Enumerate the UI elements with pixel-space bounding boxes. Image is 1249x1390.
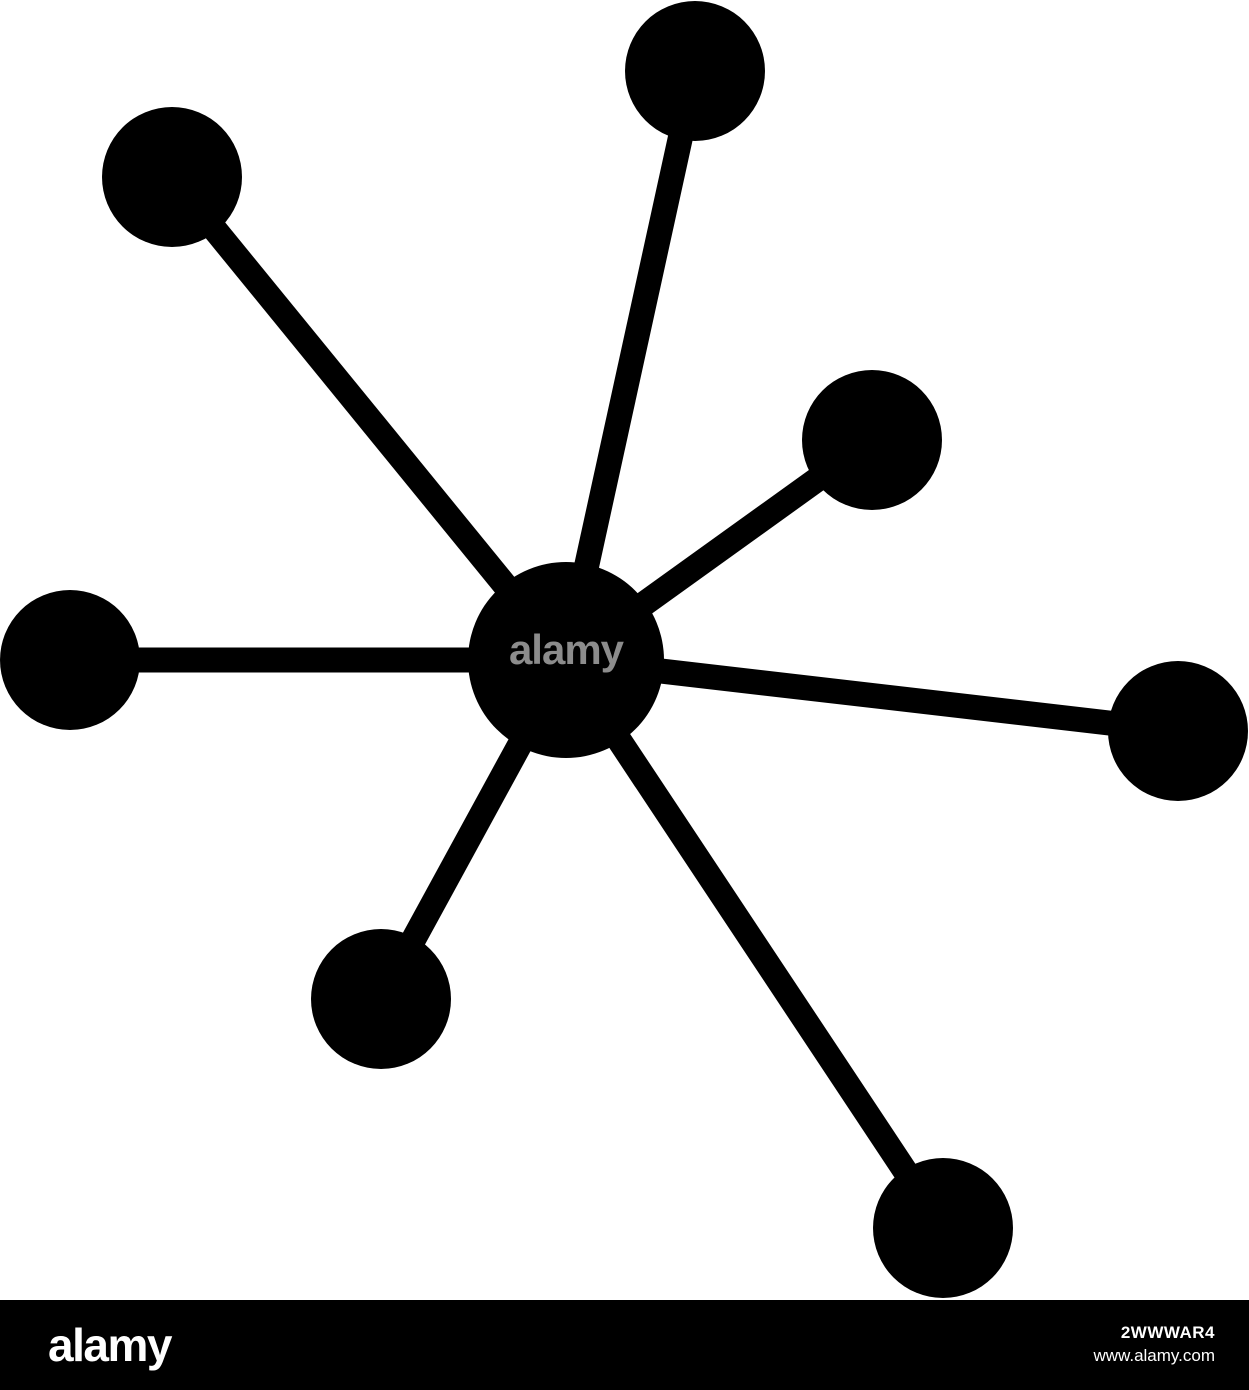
satellite-node xyxy=(802,370,942,510)
network-graphic: alamy xyxy=(0,1,1248,1298)
network-nodes xyxy=(0,1,1248,1298)
satellite-node xyxy=(873,1158,1013,1298)
image-id: 2WWWAR4 xyxy=(1120,1323,1215,1343)
spoke-line xyxy=(555,653,954,1235)
footer-info: 2WWWAR4 www.alamy.com xyxy=(1093,1322,1215,1368)
spoke-line xyxy=(553,68,708,663)
satellite-node xyxy=(311,929,451,1069)
footer-bar: alamy 2WWWAR4 www.alamy.com xyxy=(0,1300,1249,1390)
network-hub-icon xyxy=(0,1,1248,1298)
site-url: www.alamy.com xyxy=(1093,1346,1215,1365)
alamy-logo: alamy xyxy=(48,1319,172,1371)
satellite-node xyxy=(1108,661,1248,801)
satellite-node xyxy=(625,1,765,141)
hub-node xyxy=(468,562,664,758)
spoke-line xyxy=(162,169,576,668)
satellite-node xyxy=(0,590,140,730)
satellite-node xyxy=(102,107,242,247)
spoke-line xyxy=(564,647,1180,744)
